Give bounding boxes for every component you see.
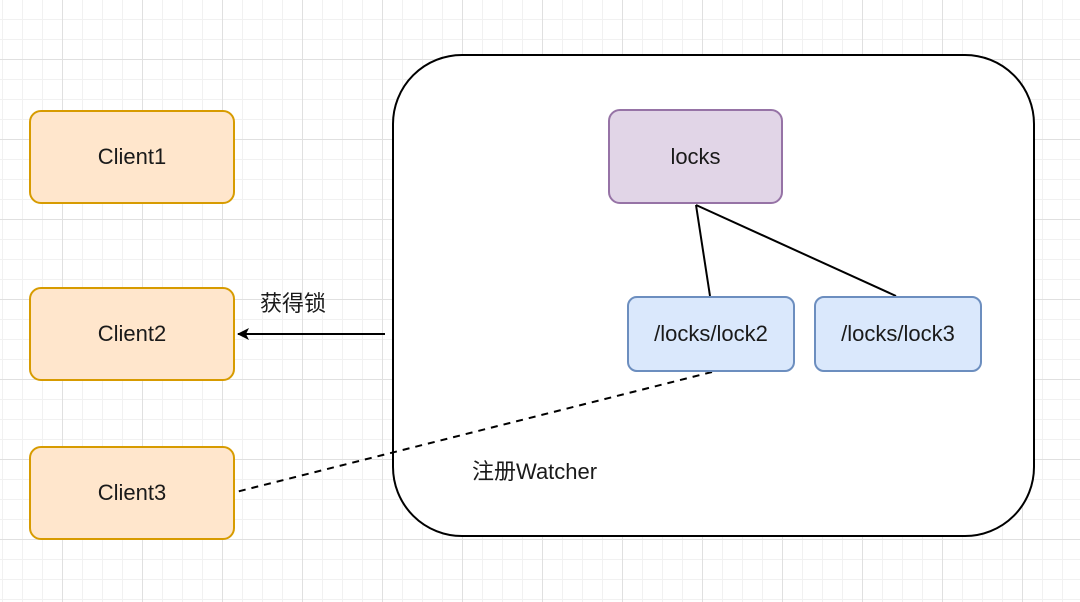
client2-node: Client2 [29, 287, 235, 381]
register-watcher-dashed-line [235, 371, 713, 493]
edge-locks-to-lock3 [695, 204, 897, 297]
client1-label: Client1 [97, 144, 167, 169]
lock3-label: /locks/lock3 [841, 321, 955, 346]
locks-label: locks [670, 143, 721, 169]
lock2-node: /locks/lock2 [627, 296, 795, 372]
lock3-node: /locks/lock3 [814, 296, 982, 372]
client1-node: Client1 [29, 110, 235, 204]
register-watcher-label: 注册Watcher [472, 459, 598, 484]
edge-locks-to-lock2 [695, 204, 711, 297]
client3-node: Client3 [29, 446, 235, 540]
client2-label: Client2 [97, 321, 167, 346]
locks-node: locks [608, 109, 783, 204]
acquire-lock-label: 获得锁 [260, 291, 327, 316]
lock2-label: /locks/lock2 [654, 321, 768, 346]
client3-label: Client3 [97, 480, 167, 505]
